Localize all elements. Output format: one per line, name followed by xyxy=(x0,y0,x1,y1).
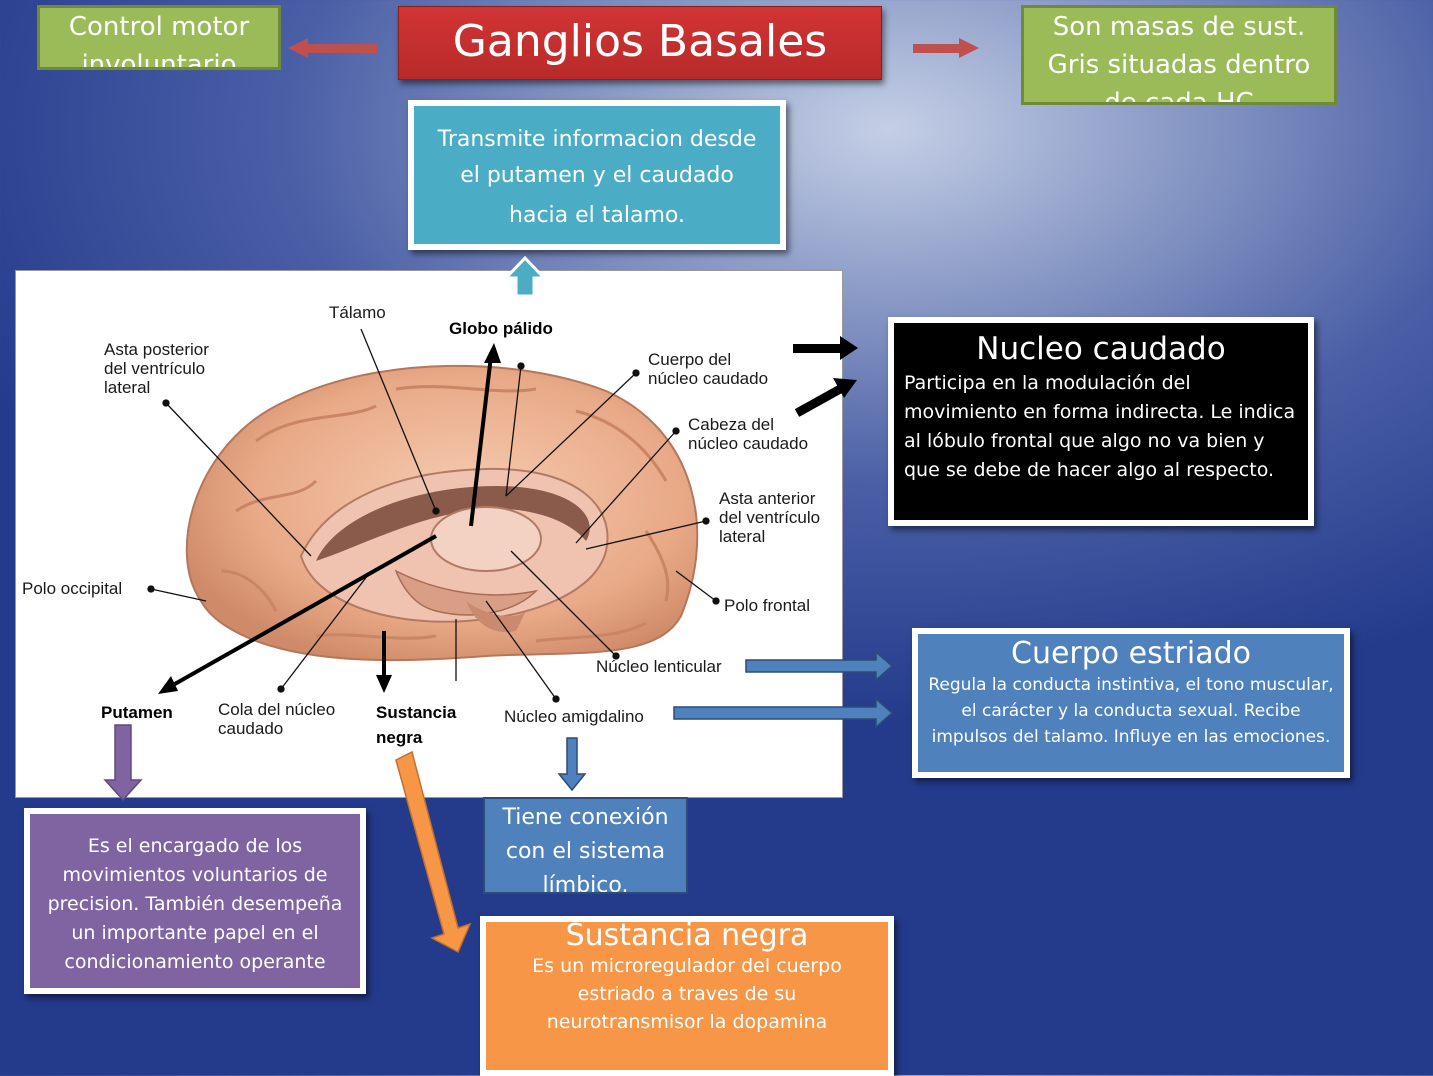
thalamus xyxy=(430,506,542,572)
page-title: Ganglios Basales xyxy=(398,6,882,80)
label-polo-frontal: Polo frontal xyxy=(724,596,810,615)
sustancia-negra-heading: Sustancia negra xyxy=(565,918,809,953)
nucleo-caudado-heading: Nucleo caudado xyxy=(976,331,1226,367)
label-cuerpo-nucleo: Cuerpo del núcleo caudado xyxy=(648,350,769,388)
cuerpo-estriado-heading: Cuerpo estriado xyxy=(1011,636,1251,671)
nucleo-caudado-box: Nucleo caudado Participa en la modulació… xyxy=(888,317,1314,526)
label-nucleo-amigdalino: Núcleo amigdalino xyxy=(504,707,644,726)
label-polo-occipital: Polo occipital xyxy=(22,579,123,598)
brain-figure: Tálamo Globo pálido Asta posterior del v… xyxy=(15,270,843,798)
label-asta-anterior: Asta anterior del ventrículo lateral xyxy=(719,489,821,546)
cuerpo-estriado-body: Regula la conducta instintiva, el tono m… xyxy=(928,675,1334,747)
sustancia-negra-body: Es un microregulador del cuerpo estriado… xyxy=(532,955,842,1033)
label-cola-nucleo: Cola del núcleo caudado xyxy=(218,700,336,738)
ventricle xyxy=(316,486,590,561)
label-cabeza-nucleo: Cabeza del núcleo caudado xyxy=(688,415,809,453)
globo-line-1: Transmite informacion desde xyxy=(437,127,757,152)
arrow-left-red xyxy=(288,38,377,58)
globo-line-3: hacia el talamo. xyxy=(509,203,685,228)
putamen-box: Es el encargado de los movimientos volun… xyxy=(24,808,366,994)
label-putamen: Putamen xyxy=(101,703,173,722)
label-talamo: Tálamo xyxy=(329,303,386,322)
arrow-right-red xyxy=(913,38,979,58)
label-sustancia-negra: Sustancia negra xyxy=(376,703,457,747)
nucleo-caudado-body: Participa en la modulación del movimient… xyxy=(904,372,1296,481)
control-motor-box: Control motor involuntario xyxy=(37,5,281,70)
sistema-limbico-box: Tiene conexión con el sistema límbico. xyxy=(483,797,688,894)
label-nucleo-lenticular: Núcleo lenticular xyxy=(596,657,722,676)
brain-illustration xyxy=(147,328,720,703)
sustancia-negra-box: Sustancia negra Es un microregulador del… xyxy=(480,916,894,1076)
globo-palido-box: Transmite informacion desde el putamen y… xyxy=(408,100,786,250)
definition-box: Son masas de sust. Gris situadas dentro … xyxy=(1021,5,1337,105)
label-asta-posterior: Asta posterior del ventrículo lateral xyxy=(104,340,209,397)
cuerpo-estriado-box: Cuerpo estriado Regula la conducta insti… xyxy=(912,628,1350,778)
label-globo-palido: Globo pálido xyxy=(449,319,553,338)
globo-line-2: el putamen y el caudado xyxy=(460,163,734,188)
